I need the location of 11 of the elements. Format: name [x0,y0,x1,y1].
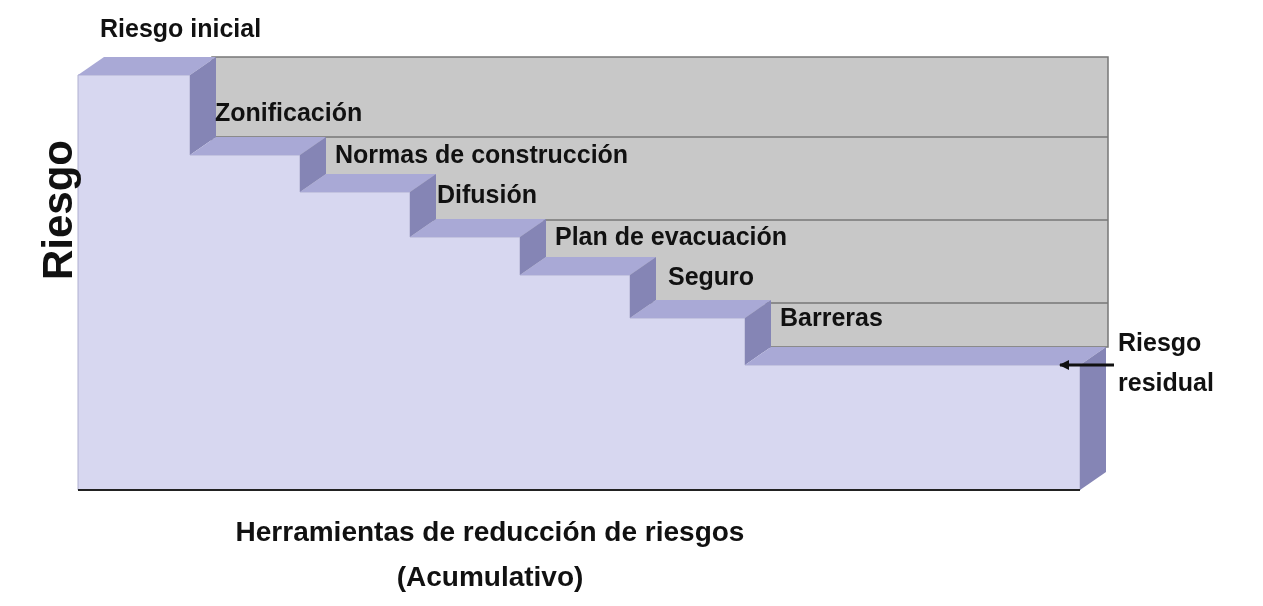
step-label: Zonificación [215,98,363,127]
axis-title-x: Herramientas de reducción de riesgos (Acumulativo) [234,515,746,594]
step-label: Plan de evacuación [555,222,788,251]
level-label: Riesgo residual [1118,322,1248,402]
arrow [1059,360,1114,370]
level-label: Riesgo inicial [100,14,262,43]
step-label: Barreras [780,303,883,332]
step-label: Normas de construcción [335,140,629,169]
step-label: Seguro [668,262,755,291]
axis-title-y: Riesgo [33,140,82,280]
step-label: Difusión [437,180,537,209]
